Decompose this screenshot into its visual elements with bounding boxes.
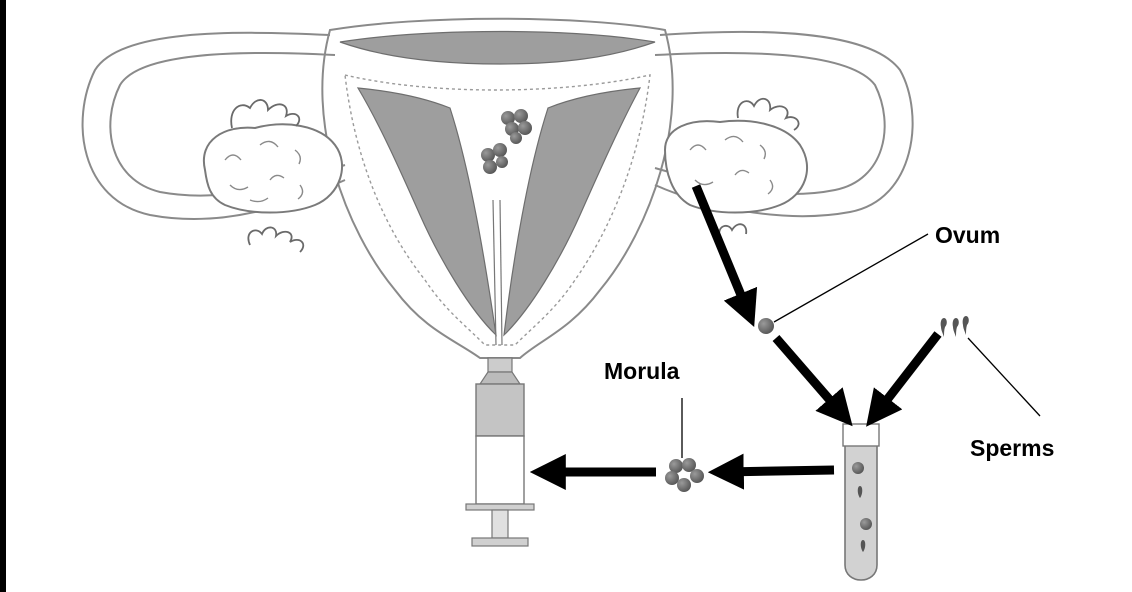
- syringe-plunger-cap: [472, 538, 528, 546]
- tube-ovum-2: [860, 518, 872, 530]
- arrow-tube-to-morula: [724, 470, 834, 472]
- sperms-label: Sperms: [970, 435, 1054, 461]
- uterus-embryo-cluster-lower: [481, 143, 508, 174]
- uterus-body: [322, 19, 672, 358]
- syringe-barrel-empty: [476, 436, 524, 504]
- uterus-embryo-cluster-upper: [501, 109, 532, 144]
- morula-label: Morula: [604, 358, 680, 384]
- syringe-neck: [488, 358, 512, 372]
- test-tube-rim: [843, 424, 879, 446]
- uterus: [83, 19, 913, 358]
- ovum-leader-line: [774, 234, 928, 322]
- left-endometrium: [358, 88, 496, 335]
- left-ovary: [204, 124, 342, 212]
- sperms-leader-line: [968, 338, 1040, 416]
- transfer-syringe: [466, 358, 534, 546]
- syringe-plunger-rod: [492, 510, 508, 538]
- syringe-taper: [480, 372, 520, 384]
- morula-cell-cluster: [665, 458, 704, 492]
- syringe-barrel-filled: [476, 384, 524, 436]
- left-fimbriae-bottom: [248, 227, 303, 252]
- left-frame-border: [0, 0, 6, 592]
- syringe-flange: [466, 504, 534, 510]
- test-tube: [843, 424, 879, 580]
- arrow-ovum-to-tube: [776, 338, 842, 414]
- fundus-tissue: [340, 32, 655, 65]
- sperm-group: [941, 316, 969, 337]
- test-tube-body: [845, 428, 877, 580]
- arrow-sperms-to-tube: [876, 334, 938, 414]
- right-ovary: [665, 121, 807, 213]
- cervical-canal-right: [500, 200, 502, 345]
- right-fimbriae-bottom: [719, 224, 746, 238]
- ovum-label: Ovum: [935, 222, 1000, 248]
- tube-ovum-1: [852, 462, 864, 474]
- ovum-cell: [758, 318, 774, 334]
